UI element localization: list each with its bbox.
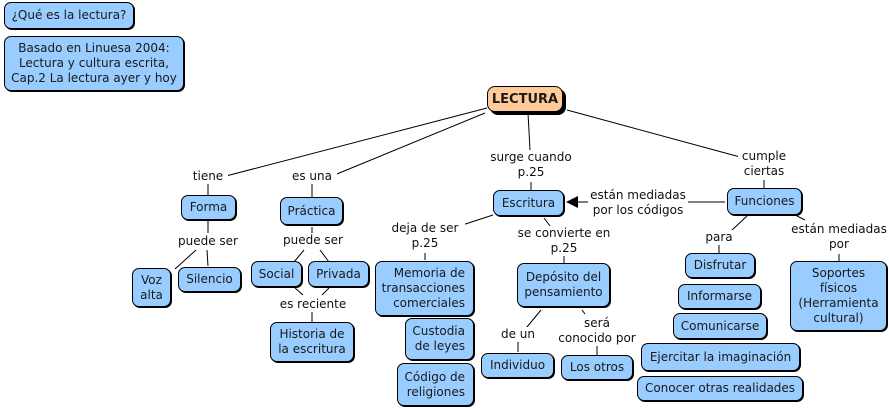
node-individuo[interactable]: Individuo — [481, 353, 554, 378]
line-escritura-convierte — [543, 217, 551, 227]
link-sera-conocido-por: será conocido por — [554, 316, 640, 346]
node-deposito[interactable]: Depósito del pensamiento — [517, 263, 610, 307]
node-silencio[interactable]: Silencio — [178, 267, 241, 292]
link-para: para — [703, 230, 735, 245]
line-privada-reciente — [321, 287, 330, 296]
link-es-reciente: es reciente — [274, 297, 352, 312]
link-mediadas-por: están mediadas por — [788, 222, 889, 252]
link-puede-ser-practica: puede ser — [277, 233, 349, 248]
line-funciones-mediadaspor — [796, 215, 806, 221]
node-ejercitar[interactable]: Ejercitar la imaginación — [641, 343, 800, 371]
link-es-una: es una — [287, 169, 337, 184]
node-custodia[interactable]: Custodia de leyes — [405, 318, 474, 360]
line-puedeser-privada — [319, 249, 330, 263]
node-voz-alta[interactable]: Voz alta — [132, 268, 171, 307]
node-forma[interactable]: Forma — [181, 195, 236, 220]
link-deja-de-ser: deja de ser p.25 — [385, 221, 465, 251]
line-deposito-sera — [581, 309, 586, 315]
node-disfrutar[interactable]: Disfrutar — [685, 253, 755, 278]
line-social-reciente — [294, 287, 304, 296]
link-surge-cuando: surge cuando p.25 — [484, 150, 578, 180]
line-lectura-surge — [527, 112, 531, 151]
line-lectura-esuna — [331, 112, 486, 177]
link-puede-ser-forma: puede ser — [172, 234, 244, 249]
node-source[interactable]: Basado en Linuesa 2004: Lectura y cultur… — [4, 36, 184, 91]
node-lectura[interactable]: LECTURA — [487, 86, 563, 112]
node-privada[interactable]: Privada — [308, 261, 369, 287]
node-memoria[interactable]: Memoria de transacciones comerciales — [375, 261, 474, 316]
node-informarse[interactable]: Informarse — [678, 284, 761, 309]
node-escritura[interactable]: Escritura — [493, 190, 564, 216]
node-conocer[interactable]: Conocer otras realidades — [637, 376, 803, 401]
node-los-otros[interactable]: Los otros — [561, 355, 633, 380]
node-codigo[interactable]: Código de religiones — [397, 363, 474, 406]
link-cumple-ciertas: cumple ciertas — [738, 149, 790, 179]
node-funciones[interactable]: Funciones — [727, 188, 802, 215]
node-historia[interactable]: Historia de la escritura — [270, 322, 354, 362]
node-social[interactable]: Social — [251, 261, 302, 287]
node-soportes[interactable]: Soportes físicos (Herramienta cultural) — [790, 261, 887, 331]
line-lectura-tiene — [225, 107, 488, 177]
line-funciones-para — [730, 215, 748, 232]
node-comunicarse[interactable]: Comunicarse — [673, 313, 767, 339]
link-de-un: de un — [496, 327, 540, 342]
link-se-convierte-en: se convierte en p.25 — [512, 226, 616, 256]
line-puedeser-voz — [174, 249, 197, 270]
line-puedeser-social — [293, 249, 305, 263]
node-practica[interactable]: Práctica — [280, 197, 343, 225]
line-puedeser-silencio — [206, 249, 209, 267]
line-lectura-cumple — [566, 109, 741, 158]
arrowhead-icon — [566, 196, 578, 208]
node-question[interactable]: ¿Qué es la lectura? — [4, 2, 134, 29]
link-tiene: tiene — [188, 169, 228, 184]
link-mediadas-codigos: están mediadas por los códigos — [588, 188, 688, 218]
